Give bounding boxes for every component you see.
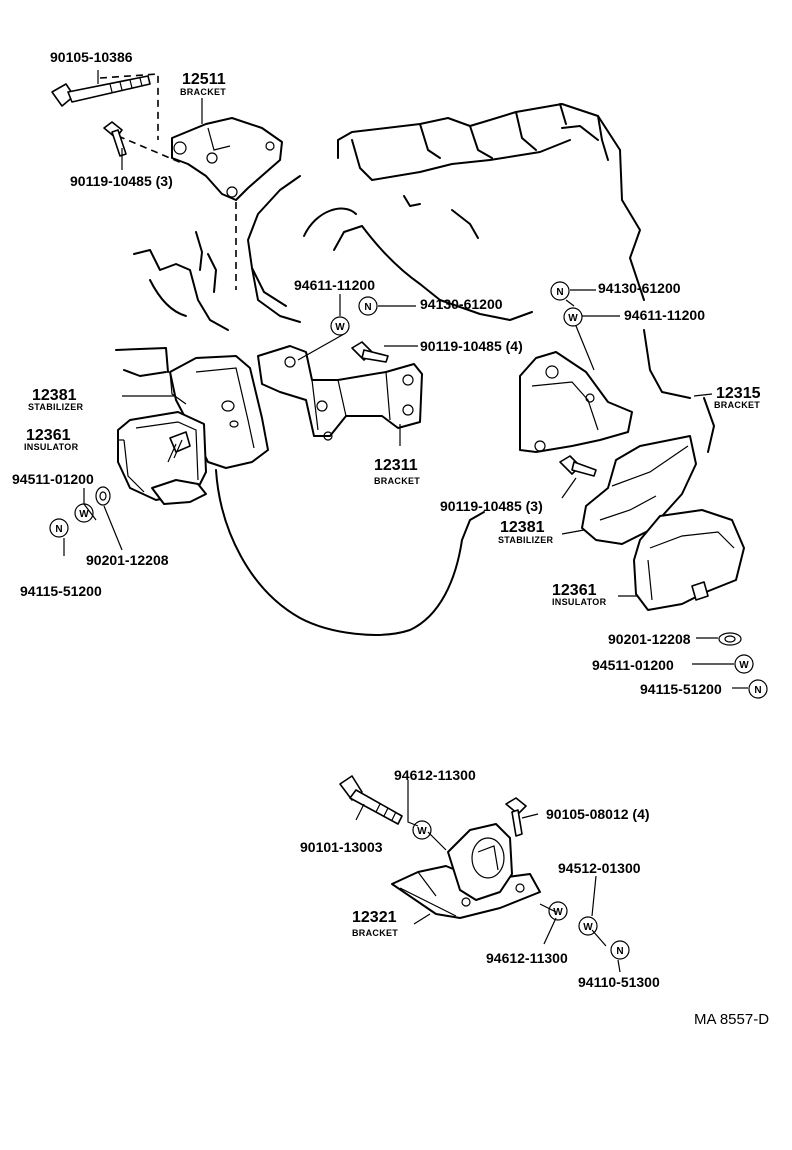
washer-symbol-lower-top: W xyxy=(412,820,432,840)
label-bracket-right-name: BRACKET xyxy=(714,400,760,410)
insulator-right-12361 xyxy=(633,509,745,611)
diagram-reference-code: MA 8557-D xyxy=(694,1011,769,1028)
spacer-ring-right xyxy=(718,632,742,646)
bracket-center-12311 xyxy=(257,345,423,441)
label-spacer-left: 90201-12208 xyxy=(86,552,169,568)
label-insulator-left-num: 12361 xyxy=(26,427,71,444)
washer-symbol-right-top: W xyxy=(563,307,583,327)
svg-text:W: W xyxy=(417,826,427,837)
svg-text:W: W xyxy=(583,922,593,933)
bracket-top-12511 xyxy=(171,117,283,201)
label-insulator-right-num: 12361 xyxy=(552,582,597,599)
insulator-left-12361 xyxy=(117,411,207,505)
label-bolt-top: 90105-10386 xyxy=(50,49,133,65)
label-washer-lower-right: 94512-01300 xyxy=(558,860,641,876)
label-washer-center: 94611-11200 xyxy=(294,277,375,293)
svg-text:W: W xyxy=(79,509,89,520)
washer-symbol-lower-right: W xyxy=(578,916,598,936)
engine-block-outline xyxy=(115,103,715,636)
svg-text:W: W xyxy=(335,322,345,333)
label-stabilizer-right-num: 12381 xyxy=(500,519,545,536)
label-bracket-top-num: 12511 xyxy=(182,71,226,88)
leader-lines xyxy=(63,70,748,973)
bolt-right-3 xyxy=(559,455,597,477)
label-bracket-right-num: 12315 xyxy=(716,385,761,402)
label-spacer-right: 90201-12208 xyxy=(608,631,691,647)
label-bolt-top-small: 90119-10485 (3) xyxy=(70,173,173,189)
label-bolt-center-4: 90119-10485 (4) xyxy=(420,338,523,354)
nut-symbol-center: N xyxy=(358,296,378,316)
label-washer-lower-top: 94612-11300 xyxy=(394,767,476,783)
bolt-lower-long xyxy=(339,775,403,825)
nut-symbol-right-top: N xyxy=(550,281,570,301)
bolt-center-4 xyxy=(351,341,389,363)
svg-text:W: W xyxy=(553,907,563,918)
nut-symbol-right: N xyxy=(748,679,768,699)
label-nut-right: 94115-51200 xyxy=(640,681,722,697)
label-bolt-right-3: 90119-10485 (3) xyxy=(440,498,543,514)
label-stabilizer-right-name: STABILIZER xyxy=(498,535,554,545)
label-bracket-center-num: 12311 xyxy=(374,457,418,474)
spacer-ring-left xyxy=(95,486,111,506)
svg-text:N: N xyxy=(556,287,563,298)
bolt-lower-small xyxy=(505,797,527,837)
label-insulator-right-name: INSULATOR xyxy=(552,597,607,607)
svg-text:N: N xyxy=(364,302,371,313)
label-insulator-left-name: INSULATOR xyxy=(24,442,79,452)
label-stabilizer-left-num: 12381 xyxy=(32,387,77,404)
svg-text:N: N xyxy=(55,524,62,535)
washer-symbol-left: W xyxy=(74,503,94,523)
label-nut-left: 94115-51200 xyxy=(20,583,102,599)
label-bracket-lower-num: 12321 xyxy=(352,909,397,926)
label-washer-lower-bottom: 94612-11300 xyxy=(486,950,568,966)
label-bracket-center-name: BRACKET xyxy=(374,476,420,486)
label-bolt-lower-4: 90105-08012 (4) xyxy=(546,806,650,822)
label-nut-center: 94130-61200 xyxy=(420,296,503,312)
svg-text:W: W xyxy=(568,313,578,324)
label-nut-lower: 94110-51300 xyxy=(578,974,660,990)
washer-symbol-center: W xyxy=(330,316,350,336)
label-bracket-lower-name: BRACKET xyxy=(352,928,398,938)
bracket-lower-12321 xyxy=(391,823,541,919)
label-nut-right-top: 94130-61200 xyxy=(598,280,681,296)
washer-symbol-lower-bottom: W xyxy=(548,901,568,921)
label-washer-left: 94511-01200 xyxy=(12,471,94,487)
label-washer-right: 94511-01200 xyxy=(592,657,674,673)
label-stabilizer-left-name: STABILIZER xyxy=(28,402,84,412)
label-washer-right-top: 94611-11200 xyxy=(624,307,705,323)
part-labels: 90105-10386 12511 BRACKET 90119-10485 (3… xyxy=(12,49,769,1028)
label-bolt-lower-long: 90101-13003 xyxy=(300,839,383,855)
bracket-right-12315 xyxy=(519,351,633,453)
nut-symbol-lower: N xyxy=(610,940,630,960)
washer-symbol-right: W xyxy=(734,654,754,674)
svg-text:N: N xyxy=(754,685,761,696)
dashed-alignment-lines xyxy=(99,73,237,290)
svg-text:N: N xyxy=(616,946,623,957)
fastener-symbols: W N N W W N W N W W W N xyxy=(49,281,768,960)
nut-symbol-left: N xyxy=(49,518,69,538)
label-bracket-top-name: BRACKET xyxy=(180,87,226,97)
svg-text:W: W xyxy=(739,660,749,671)
bolt-top-small xyxy=(103,121,127,157)
bolt-top-long xyxy=(51,75,151,107)
